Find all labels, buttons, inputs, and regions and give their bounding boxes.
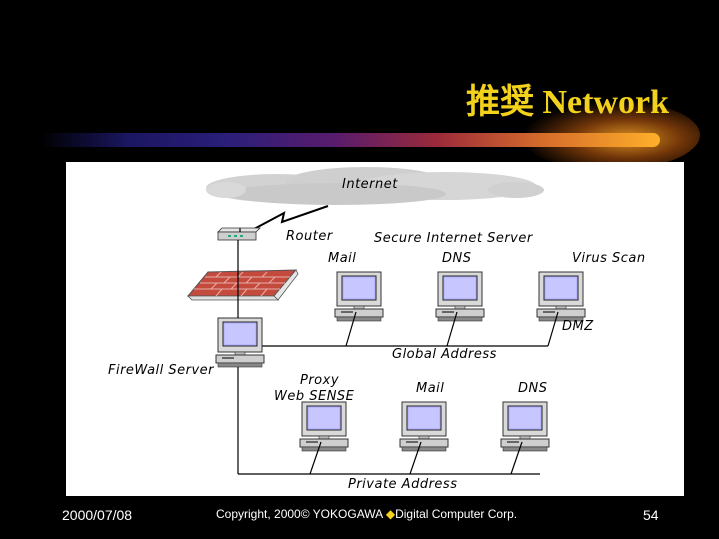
dns-server-dmz-icon [435,271,485,322]
copyright-prefix: Copyright, 2000© YOKOGAWA [216,507,383,521]
network-diagram-svg: Internet Router [108,167,646,492]
dmz-network-lines [261,311,559,347]
private-network-lines [309,441,523,475]
firewall-icon [186,269,299,301]
dmz-label: DMZ [562,319,594,334]
firewall-server-icon [215,317,265,368]
slide-title: 推奨 Network [465,84,669,121]
dns-dmz-label: DNS [442,251,472,266]
virus-scan-label: Virus Scan [572,251,646,266]
mail-server-private-icon [399,401,449,452]
internet-label: Internet [342,177,398,192]
virus-scan-server-icon [536,271,586,322]
firewall-server-label: FireWall Server [108,363,215,378]
router-icon [217,227,261,241]
mail-private-label: Mail [416,381,444,396]
copyright-suffix: Digital Computer Corp. [395,507,518,521]
internet-cloud-icon [206,167,544,205]
footer-date: 2000/07/08 [62,507,133,523]
dns-server-private-icon [500,401,550,452]
dns-private-label: DNS [518,381,548,396]
diamond-icon: ◆ [385,507,396,521]
page-number: 54 [643,507,659,523]
secure-server-label: Secure Internet Server [374,231,534,246]
lightning-link-icon [253,205,329,230]
backbone-lines [237,228,540,475]
proxy-server-icon [299,401,349,452]
proxy-label: Proxy [300,373,339,388]
mail-server-dmz-icon [334,271,384,322]
network-diagram: Internet Router [66,162,684,496]
web-sense-label: Web SENSE [274,389,355,404]
decorative-gradient-bar [40,133,660,147]
private-address-label: Private Address [348,477,457,492]
mail-dmz-label: Mail [328,251,356,266]
global-address-label: Global Address [392,347,497,362]
footer-copyright: Copyright, 2000© YOKOGAWA ◆Digital Compu… [216,507,517,521]
router-label: Router [286,229,334,244]
